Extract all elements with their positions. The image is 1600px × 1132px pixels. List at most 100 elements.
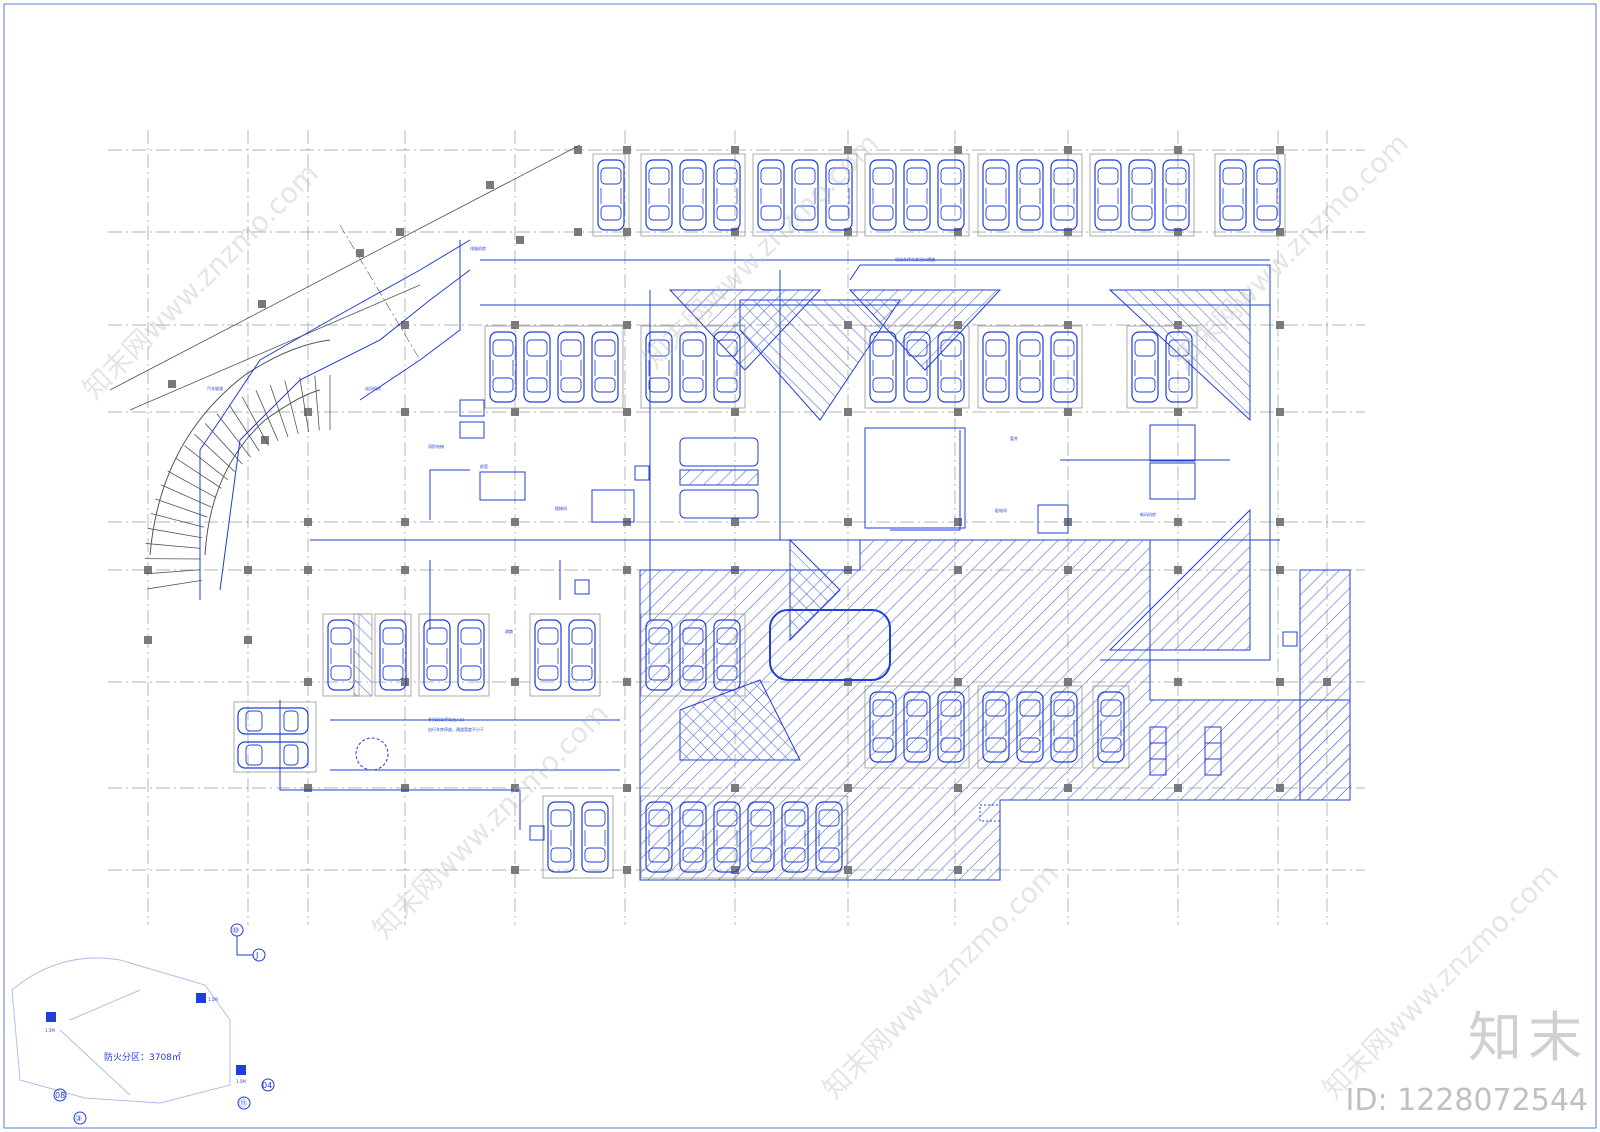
structural-column	[623, 146, 631, 154]
parking-space	[557, 331, 585, 403]
parking-space	[982, 331, 1010, 403]
structural-column	[258, 300, 266, 308]
parking-space	[523, 331, 551, 403]
structural-column	[844, 518, 852, 526]
parking-space	[591, 331, 619, 403]
parking-space	[1016, 331, 1044, 403]
structural-column	[144, 636, 152, 644]
parking-space	[679, 159, 707, 231]
structural-column	[844, 146, 852, 154]
brand-watermark: 知末	[1468, 1006, 1588, 1069]
structural-column	[401, 678, 409, 686]
parking-space	[1094, 159, 1122, 231]
structural-column	[623, 784, 631, 792]
axis-bubble-j: J	[255, 951, 258, 960]
structural-column	[623, 678, 631, 686]
structural-column	[954, 228, 962, 236]
structural-column	[574, 228, 582, 236]
structural-column	[1064, 321, 1072, 329]
top-route-label: 机动车停车库出口通道	[895, 256, 935, 262]
structural-column	[731, 146, 739, 154]
level-mark-2: 1.5M	[208, 997, 218, 1002]
structural-column	[1174, 566, 1182, 574]
structural-column	[244, 636, 252, 644]
parking-space	[713, 159, 741, 231]
axis-bubble-04: 04	[262, 1081, 272, 1090]
parking-space	[1253, 159, 1281, 231]
bottom-note-1: 非机动车停车出入口	[428, 716, 464, 722]
parking-space	[982, 159, 1010, 231]
room-label: 管井	[1010, 435, 1018, 441]
structural-column	[304, 678, 312, 686]
structural-column	[1174, 518, 1182, 526]
structural-column	[511, 408, 519, 416]
structural-column	[486, 181, 494, 189]
parking-space	[1131, 331, 1159, 403]
structural-column	[954, 146, 962, 154]
structural-column	[304, 518, 312, 526]
parking-space	[457, 619, 485, 691]
structural-column	[511, 678, 519, 686]
structural-column	[1276, 566, 1284, 574]
structural-column	[844, 228, 852, 236]
parking-spaces	[233, 153, 1286, 879]
entrance-ramp	[109, 144, 581, 590]
structural-column	[623, 866, 631, 874]
ramp-label: 汽车坡道	[207, 385, 223, 391]
structural-column	[1276, 321, 1284, 329]
level-mark-1: 1.5M	[45, 1028, 55, 1033]
parking-space	[1050, 331, 1078, 403]
parking-space	[547, 801, 575, 873]
structural-column	[844, 408, 852, 416]
structural-column	[511, 518, 519, 526]
axis-bubble-3: ③	[75, 1114, 82, 1123]
room-label: 配电间	[995, 507, 1007, 513]
pipe-network	[199, 239, 1280, 830]
parking-space	[1128, 159, 1156, 231]
structural-column	[511, 784, 519, 792]
room-labels: 排烟机房送风机房消防电梯前室楼梯间配电间管井新风机房	[365, 245, 1156, 517]
fire-zone-label: 防火分区：3708㎡	[104, 1051, 181, 1063]
structural-column	[401, 518, 409, 526]
id-watermark: ID: 1228072544	[1345, 1083, 1588, 1118]
parking-space	[597, 159, 625, 231]
parking-space	[869, 159, 897, 231]
parking-space	[1162, 159, 1190, 231]
axis-bubble-08: 08	[55, 1091, 65, 1100]
structural-column	[623, 566, 631, 574]
structural-column	[1276, 228, 1284, 236]
parking-space	[1219, 159, 1247, 231]
room-label: 送风机房	[365, 385, 381, 391]
parking-space	[645, 159, 673, 231]
parking-space-horizontal	[237, 741, 309, 769]
structural-column	[731, 228, 739, 236]
parking-space	[1016, 159, 1044, 231]
structural-column	[731, 518, 739, 526]
room-label: 楼梯间	[555, 505, 567, 511]
room-label: 排烟机房	[470, 245, 486, 251]
structural-column	[1174, 408, 1182, 416]
structural-column	[401, 784, 409, 792]
structural-column	[623, 408, 631, 416]
center-label: 疏散	[505, 628, 513, 634]
structural-column	[1174, 228, 1182, 236]
structural-column	[304, 566, 312, 574]
structural-column	[516, 236, 524, 244]
structural-column	[623, 321, 631, 329]
structural-column	[396, 228, 404, 236]
parking-space	[903, 159, 931, 231]
structural-column	[511, 321, 519, 329]
parking-space	[1050, 159, 1078, 231]
structural-column	[304, 784, 312, 792]
bottom-note-2: 自行车库停放，通道宽度不小于	[428, 726, 484, 732]
structural-column	[244, 566, 252, 574]
axis-bubble-j-circle	[252, 948, 266, 962]
structural-column	[356, 249, 364, 257]
parking-space	[327, 619, 355, 691]
structural-column	[574, 146, 582, 154]
parking-space-horizontal	[237, 707, 309, 735]
structural-column	[144, 566, 152, 574]
room-label: 前室	[480, 463, 488, 469]
structural-column	[401, 321, 409, 329]
